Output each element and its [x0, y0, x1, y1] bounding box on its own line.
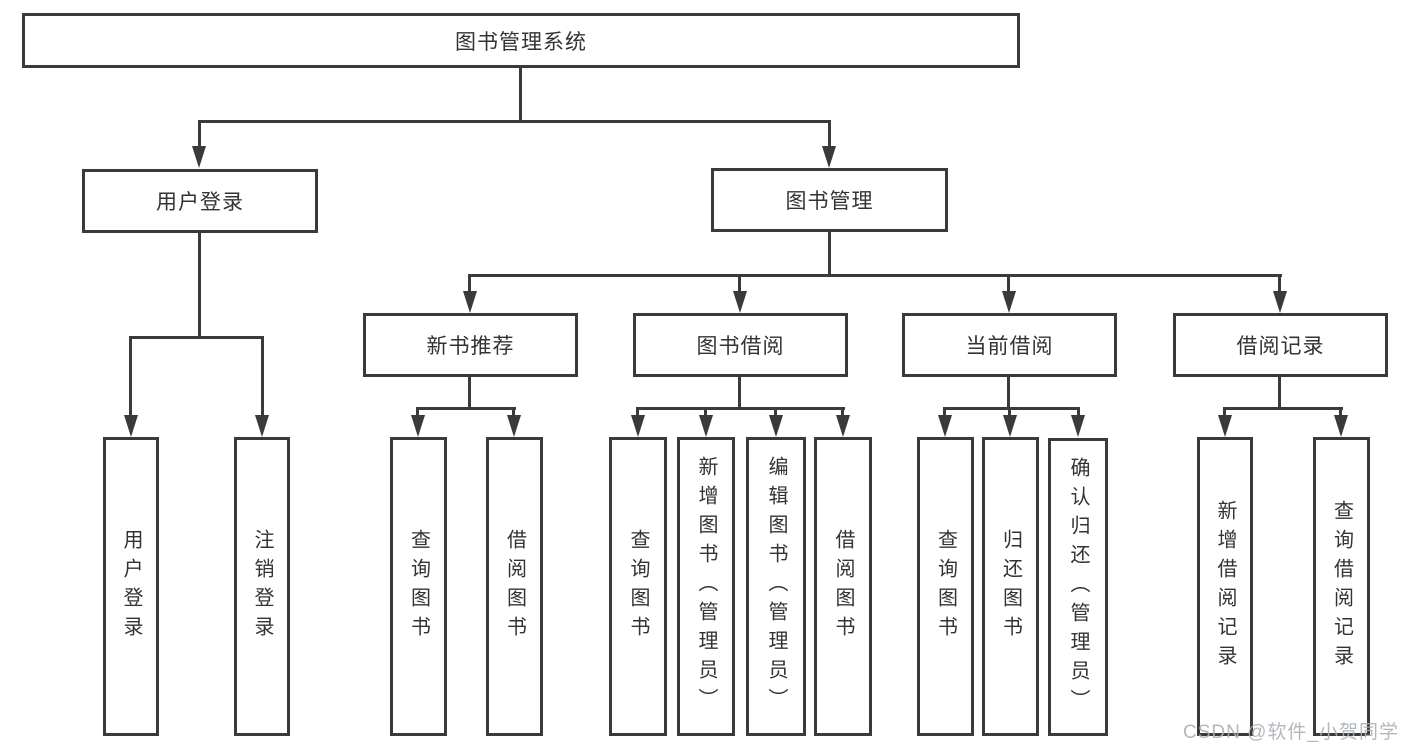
arrow-down-icon	[631, 415, 645, 437]
leaf-return-book: 归还图书	[982, 437, 1039, 736]
node-current-borrow: 当前借阅	[902, 313, 1117, 377]
leaf-edit-book-admin-label: 编辑图书（管理员）	[765, 456, 787, 717]
connector-vline	[943, 407, 946, 417]
node-new-book-recommend-label: 新书推荐	[426, 335, 515, 358]
node-book-borrow-label: 图书借阅	[696, 335, 785, 358]
leaf-current-query-book: 查询图书	[917, 437, 974, 736]
connector-vline	[1007, 274, 1010, 293]
arrow-down-icon	[769, 415, 783, 437]
connector-vline	[1278, 377, 1281, 410]
arrow-down-icon	[938, 415, 952, 437]
connector-hline	[129, 336, 264, 339]
leaf-recommend-borrow-book-label: 借阅图书	[503, 528, 526, 645]
leaf-recommend-query-book-label: 查询图书	[407, 528, 430, 645]
leaf-recommend-borrow-book: 借阅图书	[486, 437, 543, 736]
arrow-down-icon	[1273, 291, 1287, 313]
leaf-add-book-admin-label: 新增图书（管理员）	[695, 456, 717, 717]
arrow-down-icon	[255, 415, 269, 437]
leaf-add-borrow-record-label: 新增借阅记录	[1214, 499, 1236, 674]
connector-vline	[198, 120, 201, 147]
arrow-down-icon	[1334, 415, 1348, 437]
connector-vline	[1339, 407, 1342, 417]
connector-vline	[1223, 407, 1226, 417]
arrow-down-icon	[411, 415, 425, 437]
leaf-borrow-query-book: 查询图书	[609, 437, 667, 736]
node-new-book-recommend: 新书推荐	[363, 313, 578, 377]
leaf-logout-label: 注销登录	[251, 528, 273, 645]
leaf-return-book-label: 归还图书	[999, 528, 1022, 645]
arrow-down-icon	[463, 291, 477, 313]
connector-hline	[198, 120, 831, 123]
leaf-borrow-book-label: 借阅图书	[832, 528, 854, 645]
arrow-down-icon	[836, 415, 850, 437]
connector-vline	[841, 407, 844, 417]
node-current-borrow-label: 当前借阅	[965, 335, 1054, 358]
arrow-down-icon	[1003, 415, 1017, 437]
arrow-down-icon	[733, 291, 747, 313]
connector-vline	[416, 407, 419, 417]
connector-hline	[636, 407, 845, 410]
node-user-login-label: 用户登录	[156, 191, 244, 214]
leaf-recommend-query-book: 查询图书	[390, 437, 447, 736]
leaf-user-login-label: 用户登录	[120, 528, 142, 645]
arrow-down-icon	[699, 415, 713, 437]
leaf-borrow-book: 借阅图书	[814, 437, 872, 736]
leaf-confirm-return-admin-label: 确认归还（管理员）	[1067, 456, 1089, 718]
connector-vline	[1278, 274, 1281, 293]
arrow-down-icon	[1071, 415, 1085, 437]
connector-vline	[198, 233, 201, 339]
connector-vline	[738, 274, 741, 293]
connector-vline	[1008, 407, 1011, 417]
node-root-label: 图书管理系统	[455, 30, 587, 54]
connector-vline	[828, 120, 831, 147]
leaf-add-book-admin: 新增图书（管理员）	[677, 437, 735, 736]
leaf-user-login: 用户登录	[103, 437, 159, 736]
connector-vline	[1007, 377, 1010, 410]
connector-hline	[1223, 407, 1343, 410]
connector-vline	[636, 407, 639, 417]
node-book-borrow: 图书借阅	[633, 313, 848, 377]
node-root: 图书管理系统	[22, 13, 1020, 68]
connector-vline	[468, 377, 471, 410]
node-borrow-records-label: 借阅记录	[1236, 335, 1325, 358]
node-user-login: 用户登录	[82, 169, 318, 233]
leaf-current-query-book-label: 查询图书	[934, 528, 957, 645]
connector-vline	[1077, 407, 1080, 417]
leaf-query-borrow-record: 查询借阅记录	[1313, 437, 1370, 736]
arrow-down-icon	[822, 146, 836, 168]
node-book-management: 图书管理	[711, 168, 948, 232]
connector-vline	[468, 274, 471, 293]
arrow-down-icon	[192, 146, 206, 168]
connector-vline	[704, 407, 707, 417]
csdn-watermark: CSDN @软件_小贺同学	[1183, 722, 1399, 743]
connector-vline	[828, 232, 831, 277]
arrow-down-icon	[124, 415, 138, 437]
connector-vline	[774, 407, 777, 417]
connector-hline	[943, 407, 1080, 410]
leaf-query-borrow-record-label: 查询借阅记录	[1330, 499, 1353, 674]
node-book-management-label: 图书管理	[785, 190, 874, 213]
arrow-down-icon	[1218, 415, 1232, 437]
node-borrow-records: 借阅记录	[1173, 313, 1388, 377]
leaf-borrow-query-book-label: 查询图书	[627, 528, 649, 645]
leaf-confirm-return-admin: 确认归还（管理员）	[1048, 438, 1108, 736]
connector-vline	[129, 336, 132, 415]
connector-hline	[416, 407, 516, 410]
arrow-down-icon	[507, 415, 521, 437]
connector-vline	[738, 377, 741, 410]
connector-vline	[512, 407, 515, 417]
connector-vline	[261, 336, 264, 415]
leaf-logout: 注销登录	[234, 437, 290, 736]
connector-hline	[468, 274, 1282, 277]
leaf-edit-book-admin: 编辑图书（管理员）	[746, 437, 806, 736]
connector-vline	[519, 68, 522, 123]
leaf-add-borrow-record: 新增借阅记录	[1197, 437, 1253, 736]
arrow-down-icon	[1002, 291, 1016, 313]
